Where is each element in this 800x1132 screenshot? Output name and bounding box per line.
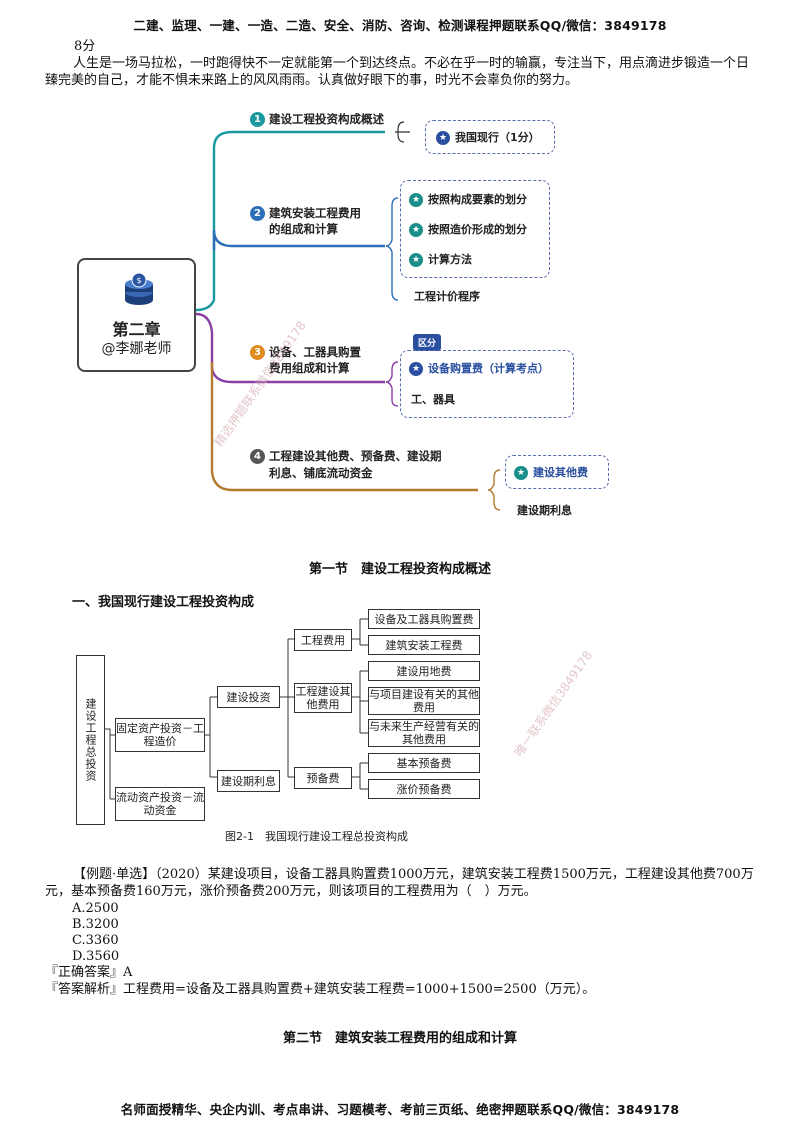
branch-4-number: 4 [250, 449, 265, 464]
branch-4-item-1: ★建设其他费 [514, 464, 588, 480]
option-a: A.2500 [72, 901, 119, 916]
star-icon: ★ [409, 362, 423, 376]
score-label: 8分 [74, 39, 96, 54]
branch-4-title-line2: 利息、铺底流动资金 [269, 466, 373, 480]
branch-1-title: 1 建设工程投资构成概述 [250, 112, 384, 127]
branch-2-box: ★按照构成要素的划分 ★按照造价形成的划分 ★计算方法 [400, 180, 550, 278]
answer-analysis: 『答案解析』工程费用=设备及工器具购置费+建筑安装工程费=1000+1500=2… [45, 982, 596, 997]
tree-equipment-cost: 设备及工器具购置费 [368, 609, 480, 629]
star-icon: ★ [436, 131, 450, 145]
branch-3-title-line2: 费用组成和计算 [269, 361, 350, 375]
page-footer: 名师面授精华、央企内训、考点串讲、习题模考、考前三页纸、绝密押题联系QQ/微信：… [120, 1102, 680, 1117]
option-b: B.3200 [72, 917, 119, 932]
tree-project-related-cost: 与项目建设有关的其他费用 [368, 687, 480, 715]
investment-tree-diagram: 建设工程总投资 固定资产投资－工程造价 流动资产投资－流动资金 建设投资 建设期… [70, 605, 490, 845]
star-icon: ★ [409, 223, 423, 237]
tree-current-asset: 流动资产投资－流动资金 [115, 787, 205, 821]
tree-construction-install-cost: 建筑安装工程费 [368, 635, 480, 655]
branch-3-number: 3 [250, 345, 265, 360]
star-icon: ★ [409, 253, 423, 267]
option-c: C.3360 [72, 933, 119, 948]
center-author: @李娜老师 [101, 341, 172, 357]
motto-paragraph: 人生是一场马拉松，一时跑得快不一定就能第一个到达终点。不必在乎一时的输赢，专注当… [45, 56, 750, 88]
tree-reserve-fund: 预备费 [294, 767, 352, 789]
tree-fixed-asset: 固定资产投资－工程造价 [115, 718, 205, 752]
distinguish-badge: 区分 [413, 334, 442, 351]
branch-1-item-1: ★我国现行（1分） [436, 129, 540, 145]
star-icon: ★ [409, 193, 423, 207]
tree-land-cost: 建设用地费 [368, 661, 480, 681]
svg-text:$: $ [136, 276, 141, 285]
question-stem: 【例题·单选】（2020）某建设项目，设备工器具购置费1000万元，建筑安装工程… [45, 867, 754, 899]
watermark-2: 唯一联系微信3849178 [511, 648, 596, 760]
branch-4-box: ★建设其他费 [505, 455, 609, 489]
correct-answer: 『正确答案』A [45, 965, 133, 980]
branch-2-item-2: ★按照造价形成的划分 [409, 221, 527, 237]
subheading-1: 一、我国现行建设工程投资构成 [72, 595, 255, 610]
tree-future-operation-cost: 与未来生产经营有关的其他费用 [368, 719, 480, 747]
branch-2-extra: 工程计价程序 [414, 290, 480, 303]
tree-connectors [105, 618, 368, 800]
branch-1-number: 1 [250, 112, 265, 127]
branch-1-box: ★我国现行（1分） [425, 120, 555, 154]
mindmap-center-node: $ 第二章 @李娜老师 [77, 258, 196, 372]
center-chapter-title: 第二章 [112, 320, 161, 339]
branch-2-item-1: ★按照构成要素的划分 [409, 191, 527, 207]
page-header: 二建、监理、一建、一造、二造、安全、消防、咨询、检测课程押题联系QQ/微信：38… [133, 18, 667, 33]
branch-2-number: 2 [250, 206, 265, 221]
mindmap-connectors [195, 121, 501, 511]
tree-construction-interest: 建设期利息 [217, 770, 280, 792]
coin-stack-icon: $ [123, 272, 155, 306]
branch-4-extra: 建设期利息 [517, 504, 572, 517]
section-2-title: 第二节 建筑安装工程费用的组成和计算 [282, 1031, 517, 1046]
tree-basic-reserve: 基本预备费 [368, 753, 480, 773]
tree-price-reserve: 涨价预备费 [368, 779, 480, 799]
star-icon: ★ [514, 466, 528, 480]
tree-engineering-cost: 工程费用 [294, 629, 352, 651]
option-d: D.3560 [72, 949, 120, 964]
branch-1-label: 建设工程投资构成概述 [269, 112, 384, 126]
tree-other-cost: 工程建设其他费用 [294, 683, 352, 713]
tree-construction-investment: 建设投资 [217, 686, 280, 708]
tree-root: 建设工程总投资 [76, 655, 105, 825]
branch-2-item-3: ★计算方法 [409, 251, 472, 267]
tree-caption: 图2-1 我国现行建设工程总投资构成 [225, 830, 408, 843]
branch-3-item-1: ★设备购置费（计算考点） [409, 360, 549, 376]
branch-2-title-line2: 的组成和计算 [269, 222, 338, 236]
branch-3-box: ★设备购置费（计算考点） 工、器具 [400, 350, 574, 418]
section-1-title: 第一节 建设工程投资构成概述 [308, 562, 491, 577]
branch-3-extra: 工、器具 [411, 393, 455, 406]
